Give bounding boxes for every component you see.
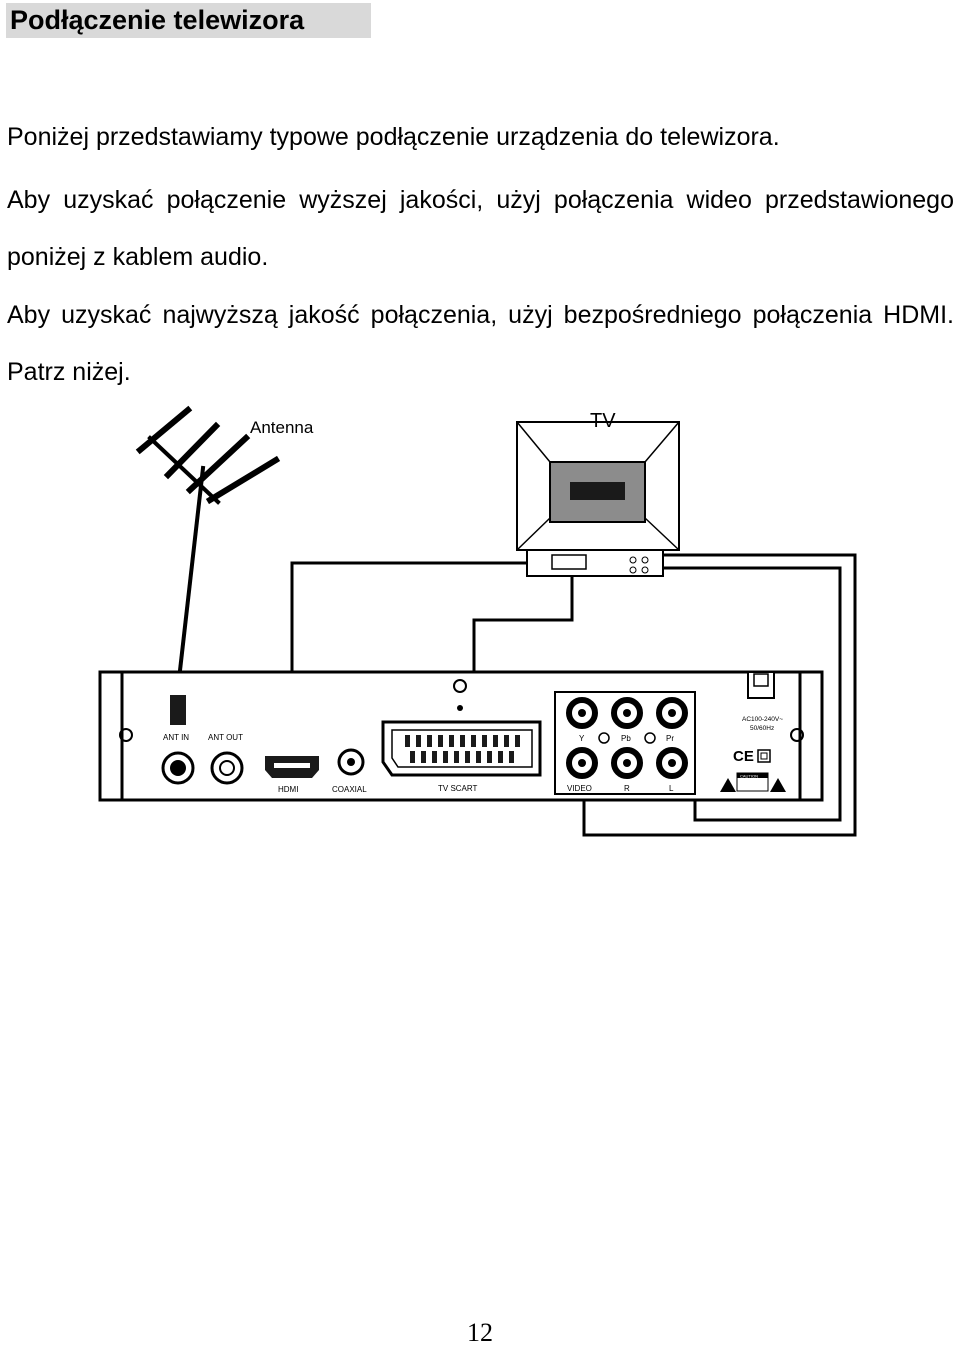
- paragraph-video-connection: Aby uzyskać połączenie wyższej jakości, …: [7, 186, 954, 271]
- y-label: Y: [579, 734, 585, 743]
- r-label: R: [624, 784, 630, 793]
- connection-diagram: Antenna TV: [98, 405, 857, 837]
- pb-label: Pb: [621, 734, 631, 743]
- tv-label: TV: [590, 410, 616, 432]
- ant-out-port: [210, 751, 244, 785]
- power-rating-label: AC100-240V~: [742, 716, 783, 723]
- hdmi-port: [265, 756, 319, 778]
- page-number: 12: [467, 1318, 493, 1347]
- antenna-icon: [135, 405, 281, 691]
- warning-triangle-icon: [720, 778, 786, 792]
- l-label: L: [669, 784, 674, 793]
- power-inlet: [747, 671, 775, 699]
- caution-label: CAUTION: [740, 774, 758, 779]
- double-insulation-icon: [757, 749, 771, 763]
- pr-label: Pr: [666, 734, 674, 743]
- tv-scart-label: TV SCART: [438, 784, 478, 793]
- caution-plate: [736, 772, 769, 792]
- power-frequency-label: 50/60Hz: [750, 725, 774, 732]
- tv-icon: [516, 421, 680, 577]
- video-label: VIDEO: [567, 784, 592, 793]
- ce-mark: CE: [733, 748, 754, 765]
- ant-in-label: ANT IN: [163, 733, 189, 742]
- antenna-label: Antenna: [250, 418, 314, 437]
- rca-ports: [554, 691, 696, 795]
- hdmi-label: HDMI: [278, 785, 298, 794]
- ant-in-port: [161, 695, 195, 785]
- coaxial-label: COAXIAL: [332, 785, 367, 794]
- coaxial-port: [337, 748, 365, 776]
- section-heading: Podłączenie telewizora: [6, 3, 371, 38]
- tv-scart-port: [381, 720, 542, 777]
- paragraph-intro: Poniżej przedstawiamy typowe podłączenie…: [7, 123, 780, 151]
- ant-out-label: ANT OUT: [208, 733, 243, 742]
- paragraph-hdmi-connection: Aby uzyskać najwyższą jakość połączenia,…: [7, 301, 954, 386]
